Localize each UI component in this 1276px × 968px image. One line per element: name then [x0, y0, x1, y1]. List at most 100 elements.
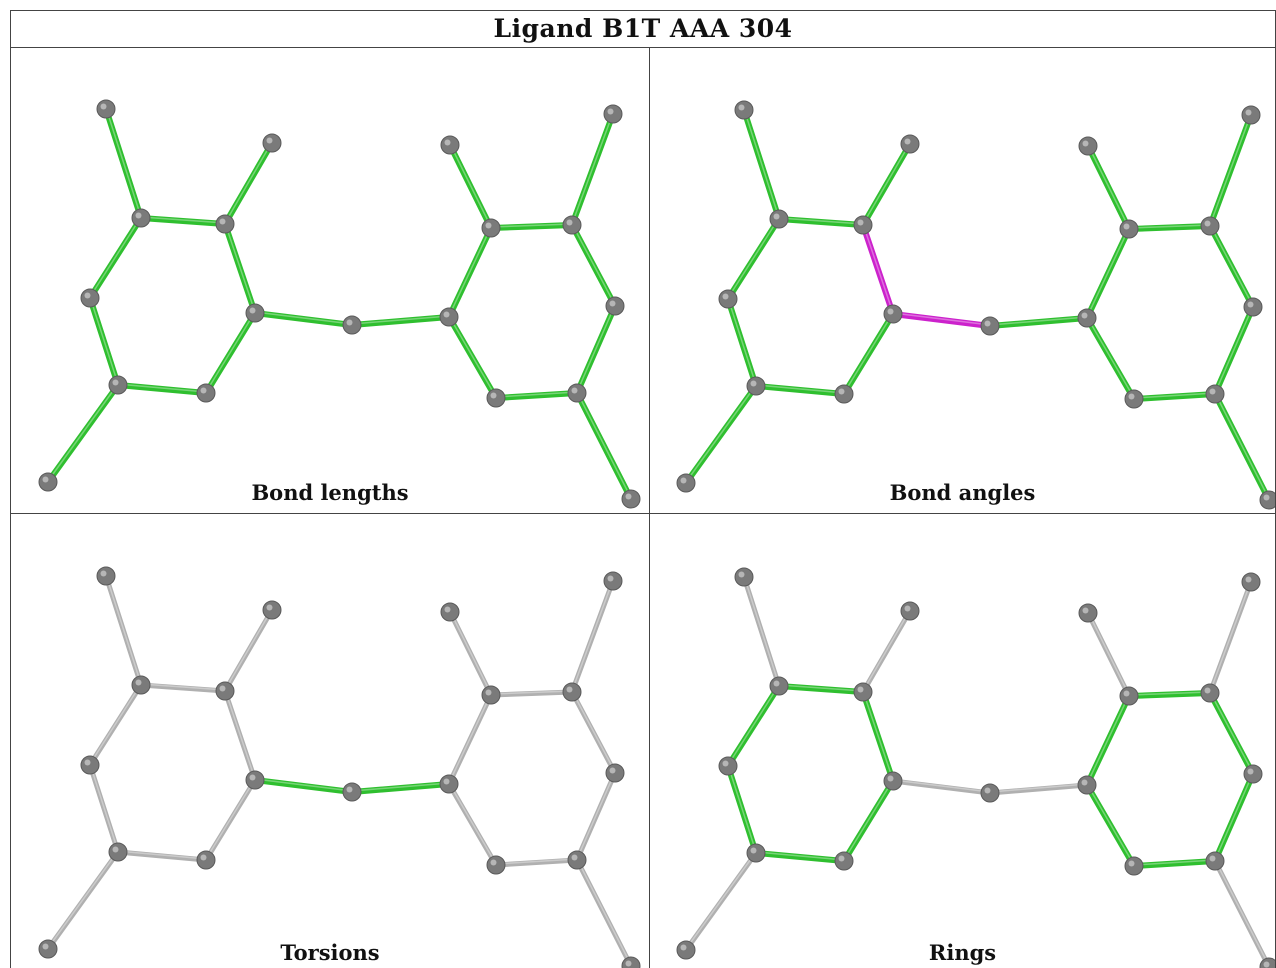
bond-shine: [576, 771, 616, 860]
atom-shine: [42, 476, 49, 483]
bond: [45, 382, 121, 485]
atom-shine: [490, 859, 497, 866]
atom-shine: [607, 108, 614, 115]
atom-shine: [84, 292, 91, 299]
atom: [834, 851, 854, 871]
bond-shine: [1086, 227, 1130, 318]
bond-shine: [351, 315, 450, 325]
atom: [96, 566, 116, 586]
bond: [349, 314, 452, 328]
atom: [883, 304, 903, 324]
atom: [746, 376, 766, 396]
atom-shine: [490, 392, 497, 399]
bond-shine: [843, 312, 894, 394]
atom: [980, 316, 1000, 336]
bond: [1212, 858, 1272, 968]
atom: [1200, 683, 1220, 703]
atom: [481, 685, 501, 705]
atom: [1259, 490, 1275, 510]
atom: [108, 375, 128, 395]
atom-shine: [904, 138, 911, 145]
atom-shine: [1247, 768, 1254, 775]
atom-shine: [1245, 109, 1252, 116]
bond: [569, 689, 618, 776]
bond-shine: [755, 384, 845, 394]
atom-shine: [680, 944, 687, 951]
bond-shine: [727, 684, 780, 766]
atom: [481, 218, 501, 238]
bond: [222, 688, 258, 783]
atom: [900, 601, 920, 621]
atom: [676, 940, 696, 960]
bond: [574, 857, 634, 968]
atom: [80, 288, 100, 308]
bond: [683, 850, 759, 953]
bond-shine: [448, 782, 497, 865]
atom: [245, 770, 265, 790]
bond-shine: [576, 304, 616, 393]
bond: [683, 383, 759, 486]
bond-shine: [843, 779, 894, 861]
bond-shine: [571, 690, 616, 773]
bond-shine: [1209, 224, 1254, 307]
atom: [1205, 384, 1225, 404]
bond-shine: [351, 782, 450, 792]
bond: [741, 107, 782, 222]
atom: [108, 842, 128, 862]
atom: [80, 755, 100, 775]
bond-shine: [892, 779, 991, 793]
bond-shine: [254, 311, 353, 325]
atom-shine: [346, 786, 353, 793]
atom: [834, 384, 854, 404]
atom-shine: [200, 387, 207, 394]
atom: [734, 100, 754, 120]
bond-shine: [105, 574, 142, 685]
panel-bond-lengths: Bond lengths: [11, 48, 649, 513]
atom-shine: [738, 571, 745, 578]
bond-shine: [755, 851, 845, 861]
bond-shine: [47, 383, 119, 482]
atom: [746, 843, 766, 863]
atom-shine: [773, 213, 780, 220]
bond: [1207, 223, 1256, 310]
bond-shine: [140, 683, 226, 691]
atom: [342, 782, 362, 802]
bond: [447, 609, 494, 698]
bond: [349, 781, 452, 795]
bond: [446, 314, 499, 401]
bond-shine: [571, 579, 614, 692]
atom-shine: [1204, 220, 1211, 227]
bond: [138, 682, 228, 694]
bond-shine: [47, 850, 119, 949]
atom-shine: [485, 222, 492, 229]
bond: [1084, 226, 1132, 321]
bond-shine: [571, 112, 614, 225]
atom-shine: [609, 767, 616, 774]
bond-shine: [989, 783, 1088, 793]
atom: [676, 473, 696, 493]
bond-shine: [862, 690, 894, 781]
atom: [215, 681, 235, 701]
bond: [569, 111, 616, 228]
bond-shine: [89, 296, 119, 385]
atom: [96, 99, 116, 119]
bond: [1084, 315, 1137, 402]
bond-shine: [989, 316, 1088, 326]
atom-shine: [249, 774, 256, 781]
bond: [87, 682, 144, 768]
atom-shine: [135, 679, 142, 686]
atom-shine: [42, 943, 49, 950]
atom-shine: [485, 689, 492, 696]
bond: [987, 782, 1090, 796]
atom-shine: [984, 787, 991, 794]
bond: [103, 106, 144, 221]
atom: [562, 682, 582, 702]
atom-shine: [566, 686, 573, 693]
bond: [741, 574, 782, 689]
bond: [1084, 693, 1132, 788]
bond: [252, 777, 355, 795]
bond: [860, 689, 896, 784]
bond: [1212, 771, 1256, 864]
atom-shine: [571, 854, 578, 861]
bond-shine: [449, 143, 492, 228]
